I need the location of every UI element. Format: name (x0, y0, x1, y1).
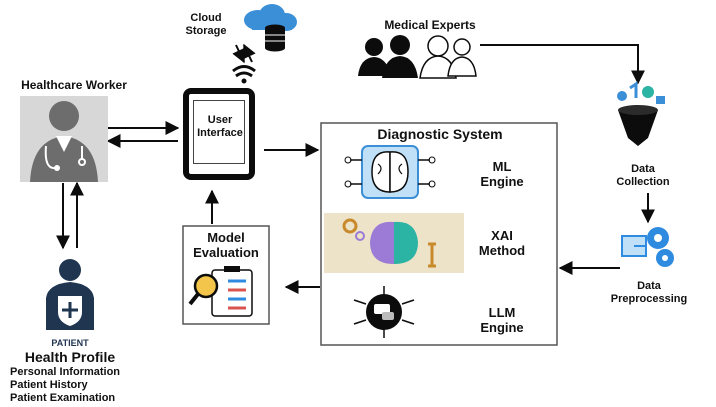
arrow-cloud-ui-a (232, 44, 245, 64)
ml-label-line1: ML (492, 159, 512, 174)
arrow-cloud-ui-b (243, 43, 256, 63)
ml-label-line2: Engine (480, 174, 524, 189)
ml-brain-chip-icon (344, 145, 436, 199)
healthcare-worker-avatar (20, 96, 108, 182)
diagnostic-system-title: Diagnostic System (377, 126, 503, 142)
data-collection-icon (617, 81, 665, 146)
collection-label-line2: Collection (616, 176, 670, 188)
cloud-label-line1: Cloud (190, 12, 222, 24)
eval-label-line2: Evaluation (193, 245, 259, 260)
preprocessing-label-line2: Preprocessing (610, 293, 688, 305)
llm-engine-label: LLM Engine (470, 305, 534, 335)
cloud-storage-icon (244, 4, 297, 52)
ui-label-line1: User (207, 114, 233, 126)
llm-label-line2: Engine (480, 320, 524, 335)
cloud-label-line2: Storage (185, 25, 227, 37)
flow-arrows (56, 43, 655, 294)
patient-badge: PATIENT (51, 338, 89, 348)
health-profile-title: Health Profile (24, 349, 116, 365)
ui-label-line2: Interface (197, 127, 243, 139)
tablet-screen (193, 100, 245, 164)
xai-label-line1: XAI (491, 228, 513, 243)
data-collection-label: Data Collection (608, 163, 678, 189)
cloud-storage-label: Cloud Storage (180, 12, 232, 38)
xai-label-line2: Method (478, 243, 526, 258)
preprocessing-label-line1: Data (637, 280, 661, 292)
wifi-icon (232, 65, 256, 84)
xai-method-label: XAI Method (470, 228, 534, 258)
collection-label-line1: Data (631, 163, 655, 175)
llm-chip-icon (353, 286, 415, 338)
healthcare-worker-label: Healthcare Worker (21, 78, 127, 92)
medical-experts-icon (358, 35, 477, 79)
health-profile-item: Personal Information (10, 366, 121, 378)
health-profile-item: Patient Examination (10, 392, 116, 404)
model-evaluation-label: Model Evaluation (186, 230, 266, 260)
health-profile-list: Personal Information Patient History Pat… (10, 366, 150, 405)
patient-icon (46, 259, 94, 330)
arrow-experts-to-collection (480, 44, 645, 85)
diagnostic-system-box (320, 122, 558, 346)
data-preprocessing-label: Data Preprocessing (598, 280, 700, 306)
xai-brain-icon (342, 218, 436, 268)
ml-engine-label: ML Engine (470, 159, 534, 189)
evaluation-clipboard-icon (188, 266, 253, 317)
llm-label-line1: LLM (488, 305, 516, 320)
user-interface-label[interactable]: User Interface (192, 114, 248, 140)
medical-experts-label: Medical Experts (384, 18, 476, 32)
eval-label-line1: Model (207, 230, 245, 245)
data-preprocessing-icon (621, 227, 674, 267)
health-profile-item: Patient History (10, 379, 88, 391)
user-interface-tablet[interactable] (183, 88, 255, 180)
